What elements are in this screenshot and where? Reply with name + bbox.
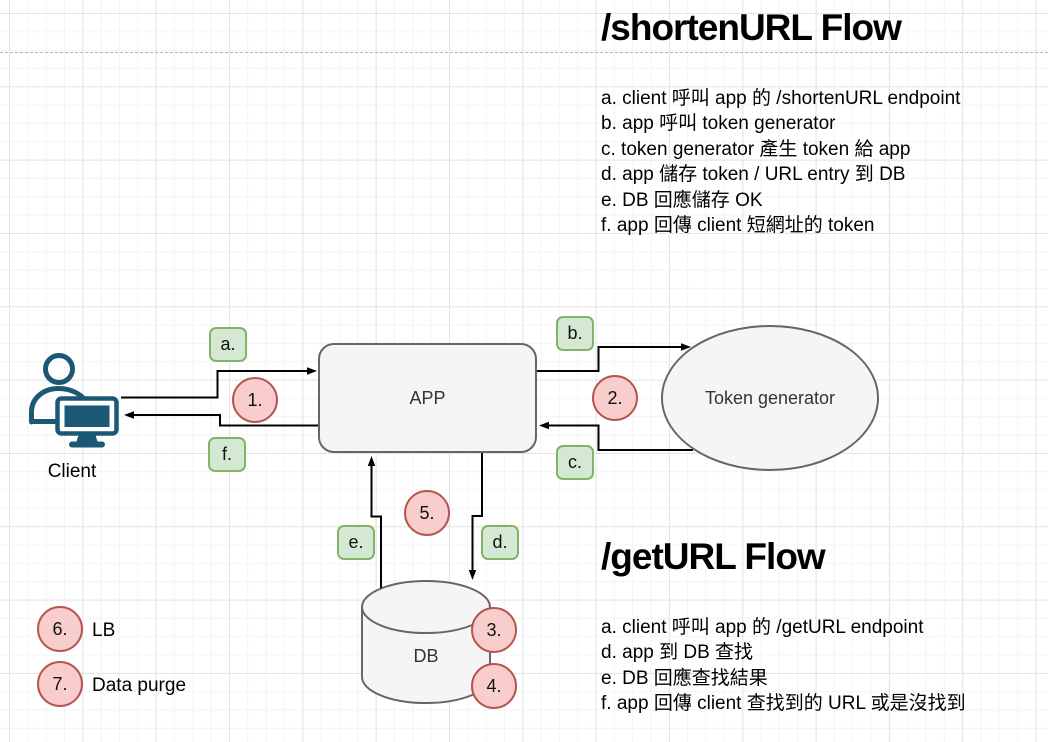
- step-circle-7[interactable]: 7.: [37, 661, 83, 707]
- arrow-c-token-generator-to-app[interactable]: [539, 421, 693, 451]
- legend-label-data-purge: Data purge: [92, 675, 187, 696]
- step-circle-6-label: 6.: [52, 618, 68, 639]
- flow-step: d. app 儲存 token / URL entry 到 DB: [601, 164, 906, 186]
- token-generator-node[interactable]: Token generator: [661, 325, 879, 471]
- client-label: Client: [47, 461, 97, 482]
- step-circle-3[interactable]: 3.: [471, 607, 517, 653]
- step-circle-2-label: 2.: [607, 387, 623, 408]
- db-label: DB: [413, 646, 439, 666]
- flow-step: e. DB 回應儲存 OK: [601, 189, 763, 211]
- arrow-d-app-to-db[interactable]: [468, 453, 483, 580]
- flow-step: a. client 呼叫 app 的 /shortenURL endpoint: [601, 88, 961, 109]
- token-generator-label: Token generator: [704, 387, 836, 408]
- get-flow-title: /getURL Flow: [601, 536, 826, 577]
- flow-step: f. app 回傳 client 查找到的 URL 或是沒找到: [601, 693, 966, 715]
- step-circle-1[interactable]: 1.: [232, 377, 278, 423]
- step-circle-4[interactable]: 4.: [471, 663, 517, 709]
- badge-c[interactable]: c.: [556, 445, 594, 480]
- badge-b[interactable]: b.: [556, 316, 594, 351]
- shorten-flow-steps: a. client 呼叫 app 的 /shortenURL endpoint …: [601, 86, 960, 238]
- flow-step: d. app 到 DB 查找: [601, 642, 754, 664]
- arrow-a-client-to-app[interactable]: [121, 367, 317, 399]
- badge-d[interactable]: d.: [481, 525, 519, 560]
- step-circle-7-label: 7.: [52, 673, 68, 694]
- page-break-line: [0, 52, 1048, 53]
- flow-step: c. token generator 產生 token 給 app: [601, 138, 911, 160]
- get-flow-steps: a. client 呼叫 app 的 /getURL endpoint d. a…: [601, 615, 966, 717]
- step-circle-3-label: 3.: [486, 619, 502, 640]
- app-label: APP: [409, 387, 446, 408]
- badge-d-label: d.: [492, 532, 508, 552]
- step-circle-5[interactable]: 5.: [404, 490, 450, 536]
- step-circle-1-label: 1.: [247, 389, 263, 410]
- flow-step: b. app 呼叫 token generator: [601, 113, 836, 135]
- badge-f[interactable]: f.: [208, 437, 246, 472]
- badge-c-label: c.: [567, 452, 582, 472]
- shorten-flow-title: /shortenURL Flow: [601, 7, 902, 48]
- badge-e[interactable]: e.: [337, 525, 375, 560]
- arrow-e-db-to-app[interactable]: [367, 456, 382, 588]
- arrow-b-app-to-token-generator[interactable]: [537, 343, 691, 372]
- arrow-f-app-to-client[interactable]: [124, 411, 318, 427]
- step-circle-5-label: 5.: [419, 502, 435, 523]
- step-circle-6[interactable]: 6.: [37, 606, 83, 652]
- flow-step: f. app 回傳 client 短網址的 token: [601, 215, 875, 237]
- client-icon[interactable]: [29, 353, 119, 448]
- badge-b-label: b.: [567, 323, 583, 343]
- badge-e-label: e.: [348, 532, 364, 552]
- badge-a[interactable]: a.: [209, 327, 247, 362]
- app-node[interactable]: APP: [318, 343, 537, 453]
- step-circle-2[interactable]: 2.: [592, 375, 638, 421]
- legend-label-lb: LB: [92, 620, 116, 641]
- badge-a-label: a.: [220, 334, 236, 354]
- flow-step: e. DB 回應查找結果: [601, 667, 768, 689]
- badge-f-label: f.: [221, 444, 232, 464]
- step-circle-4-label: 4.: [486, 675, 502, 696]
- flow-step: a. client 呼叫 app 的 /getURL endpoint: [601, 617, 924, 638]
